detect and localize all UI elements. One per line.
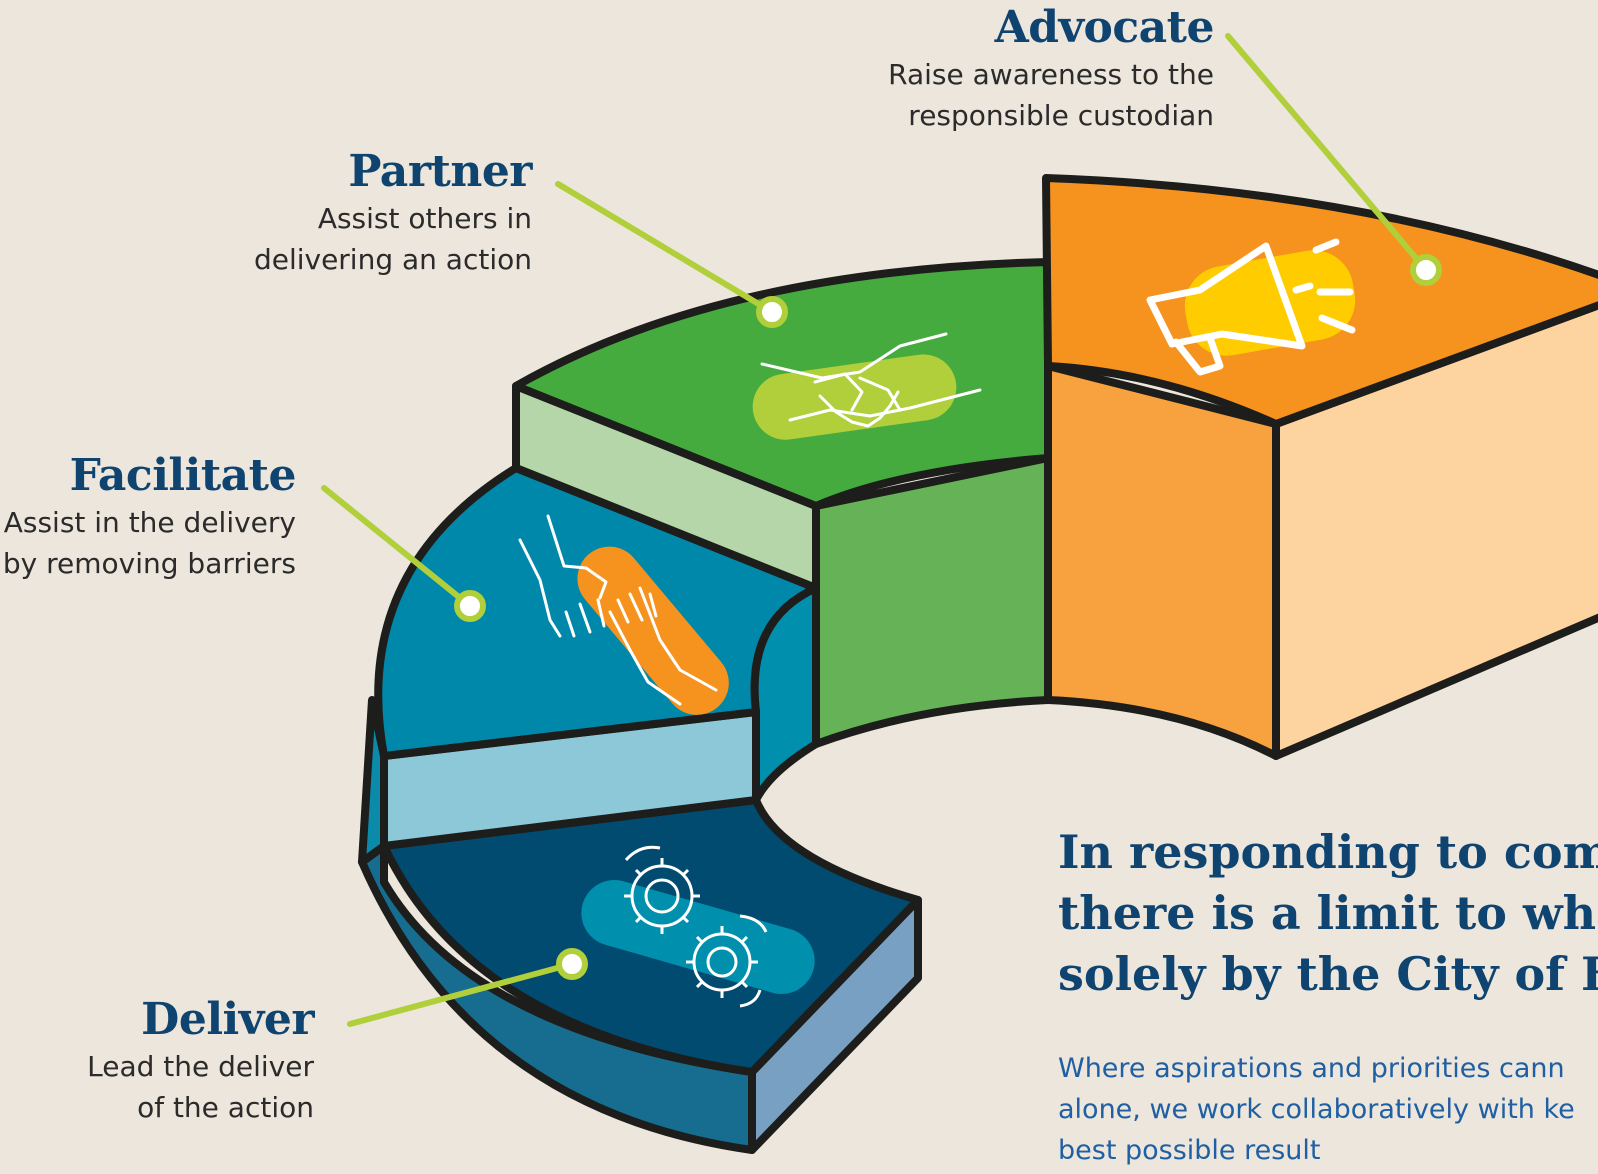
facilitate-title: Facilitate bbox=[69, 450, 297, 501]
advocate-marker-dot bbox=[1410, 254, 1442, 286]
megaphone-icon bbox=[1146, 238, 1356, 376]
deliver-description-line-1: Lead the deliver bbox=[87, 1050, 314, 1083]
deliver-description-line-2: of the action bbox=[137, 1091, 314, 1124]
advocate-title: Advocate bbox=[994, 2, 1215, 53]
facilitate-description-line-1: Assist in the delivery bbox=[3, 506, 296, 539]
advocate-inner-wall bbox=[1044, 362, 1280, 760]
partner-description-line-1: Assist others in bbox=[317, 202, 532, 235]
facilitate-leader-line bbox=[321, 485, 473, 609]
partner-leader-line bbox=[555, 181, 775, 315]
partner-inner-wall bbox=[812, 454, 1052, 748]
helping-hands-icon bbox=[518, 514, 729, 715]
partner-label: Partner Assist others in delivering an a… bbox=[152, 146, 533, 280]
deliver-segment bbox=[358, 796, 922, 1154]
gears-icon bbox=[581, 845, 815, 1008]
deliver-label: Deliver Lead the deliver of the action bbox=[14, 994, 314, 1128]
advocate-leader-line bbox=[1225, 33, 1429, 273]
partner-description-line-2: delivering an action bbox=[253, 243, 532, 276]
partner-marker-dot bbox=[756, 296, 788, 328]
advocate-description-line-1: Raise awareness to the bbox=[888, 58, 1214, 91]
facilitate-marker-dot bbox=[454, 590, 486, 622]
partner-title: Partner bbox=[348, 146, 532, 197]
facilitate-description-line-2: by removing barriers bbox=[2, 547, 296, 580]
deliver-leader-line bbox=[347, 961, 575, 1027]
facilitate-label: Facilitate Assist in the delivery by rem… bbox=[0, 450, 297, 584]
deliver-marker-dot bbox=[556, 948, 588, 980]
handshake-icon bbox=[752, 332, 982, 440]
advocate-label: Advocate Raise awareness to the responsi… bbox=[794, 2, 1214, 136]
advocate-description-line-2: responsible custodian bbox=[908, 99, 1214, 132]
deliver-title: Deliver bbox=[141, 994, 314, 1045]
